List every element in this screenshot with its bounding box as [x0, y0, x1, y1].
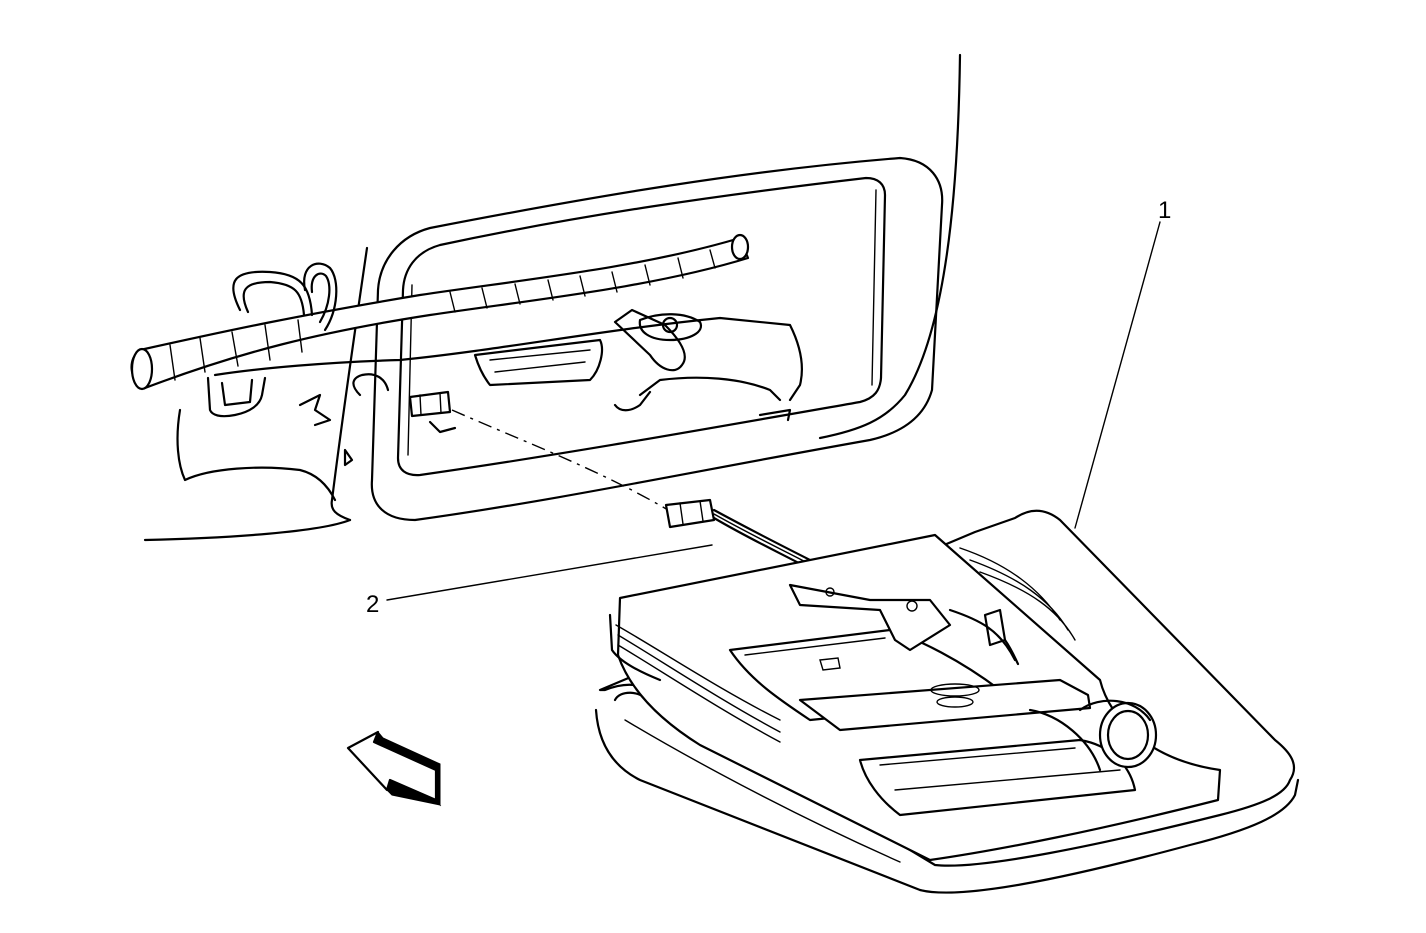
- leader-line-2: [386, 544, 713, 601]
- overhead-console: [594, 509, 1300, 894]
- harness-connector-mounted: [408, 390, 452, 418]
- leader-line-1: [1074, 221, 1161, 529]
- mounting-bracket: [176, 308, 804, 502]
- electrical-connector: [451, 409, 832, 580]
- wire-conduit: [130, 233, 750, 391]
- view-direction-arrow-icon: [346, 730, 442, 807]
- leader-lines: [386, 221, 1161, 601]
- callout-2-label: 2: [366, 591, 379, 618]
- callout-1-label: 1: [1158, 197, 1171, 224]
